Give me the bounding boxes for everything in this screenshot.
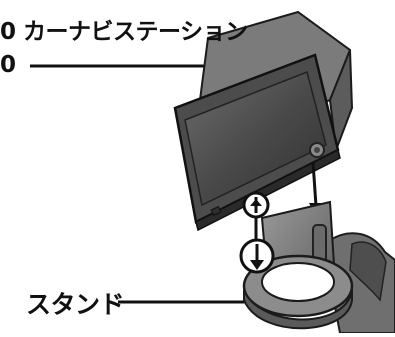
navigation-device <box>173 10 354 232</box>
hinge-knob <box>309 142 325 158</box>
navigation-station-label: 0 カーナビステーション <box>0 19 248 45</box>
leader-line-navigation <box>30 64 207 100</box>
alignment-marker-top <box>242 191 270 219</box>
navigation-number-label: 0 <box>0 52 16 78</box>
stand-label: スタンド <box>26 290 125 319</box>
stand <box>242 200 395 334</box>
alignment-marker-bottom <box>239 238 275 274</box>
